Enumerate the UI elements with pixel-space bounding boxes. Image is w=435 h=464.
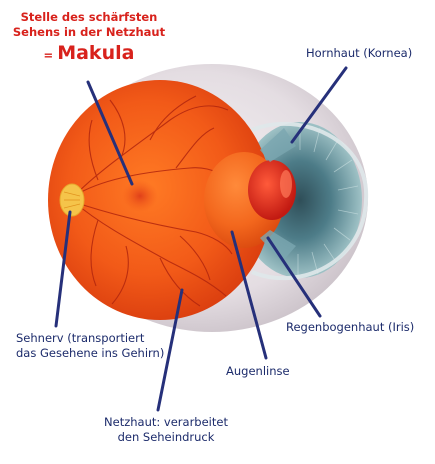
optic-nerve-label: Sehnerv (transportiert das Gesehene ins … bbox=[16, 331, 164, 361]
pointer-lines bbox=[54, 66, 348, 412]
macula-annotation-line2: Sehens in der Netzhaut bbox=[12, 25, 166, 39]
macula bbox=[122, 180, 158, 212]
optic-nerve-label-line2: das Gesehene ins Gehirn) bbox=[16, 346, 165, 360]
retinal-vessels bbox=[73, 95, 239, 307]
iris-label: Regenbogenhaut (Iris) bbox=[286, 320, 415, 334]
cornea bbox=[251, 121, 369, 281]
pupil-highlight bbox=[280, 170, 292, 198]
macula-term-text: Makula bbox=[57, 42, 135, 64]
pointer-cornea bbox=[290, 66, 348, 144]
lens-label: Augenlinse bbox=[226, 364, 290, 378]
optic-nerve-texture bbox=[63, 191, 81, 209]
retina-label-line1: Netzhaut: verarbeitet bbox=[104, 415, 228, 429]
retina-label: Netzhaut: verarbeitet den Seheindruck bbox=[96, 415, 236, 445]
optic-nerve-label-line1: Sehnerv (transportiert bbox=[16, 331, 145, 345]
macula-annotation-line1: Stelle des schärfsten bbox=[20, 10, 158, 24]
cornea-label: Hornhaut (Kornea) bbox=[306, 46, 413, 60]
pointer-optic-nerve bbox=[54, 210, 72, 328]
macula-annotation: Stelle des schärfsten Sehens in der Netz… bbox=[4, 10, 174, 64]
pointer-macula bbox=[86, 80, 134, 186]
pointer-iris bbox=[266, 236, 322, 318]
macula-term: = Makula bbox=[4, 42, 174, 64]
iris-upper-edge bbox=[260, 128, 296, 162]
macula-prefix: = bbox=[43, 48, 54, 62]
retina bbox=[48, 80, 272, 320]
retina-label-line2: den Seheindruck bbox=[117, 430, 215, 444]
pointer-lens bbox=[230, 230, 268, 360]
pointer-retina bbox=[156, 288, 184, 412]
